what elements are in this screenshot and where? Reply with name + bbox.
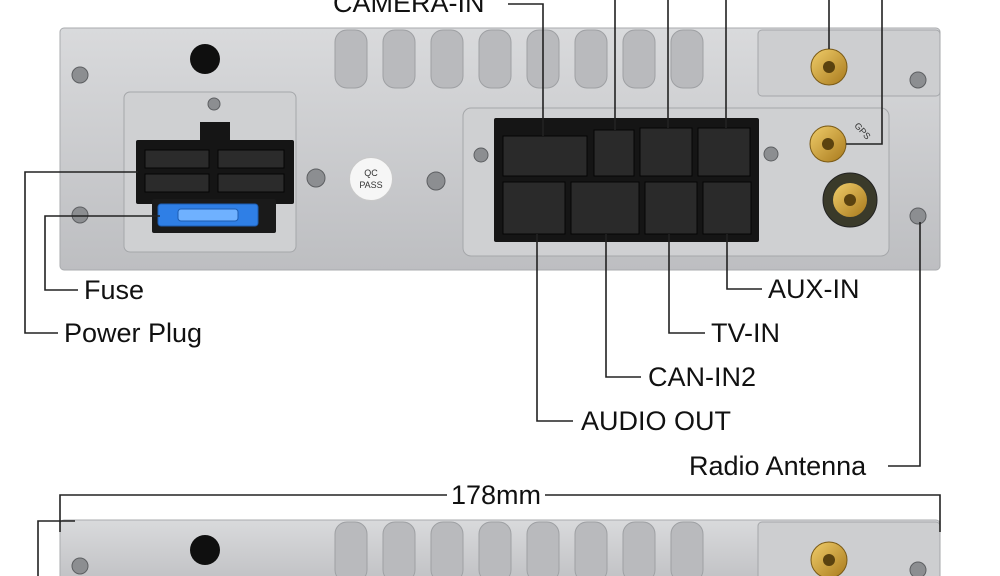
qc-stamp-line1: QC: [364, 168, 378, 178]
qc-pass-stamp: QC PASS: [349, 157, 393, 201]
power-plug-connector: [136, 122, 294, 204]
qc-stamp-line2: PASS: [359, 180, 383, 190]
top-chassis: [59, 27, 941, 271]
heat-sink-fins: [334, 29, 704, 89]
bottom-chassis: [59, 519, 941, 576]
label-can-in2: CAN-IN2: [648, 362, 757, 392]
label-audio-out: AUDIO OUT: [581, 406, 732, 436]
antenna-recess-panel: [757, 29, 941, 97]
screw-icon: [71, 66, 927, 225]
screw-icon: [909, 561, 927, 576]
leader-lines: [24, 0, 941, 576]
mounting-hole: [190, 44, 220, 74]
label-power-plug: Power Plug: [64, 318, 203, 348]
label-radio-antenna: Radio Antenna: [689, 451, 867, 481]
screw-icon: [71, 557, 89, 575]
label-camera-in: CAMERA-IN: [333, 0, 485, 18]
dimension-width-label: 178mm: [447, 482, 546, 509]
antenna-connector: [809, 48, 878, 228]
fuse: [152, 199, 276, 233]
label-fuse: Fuse: [84, 275, 145, 305]
multi-connector-block: [494, 118, 759, 242]
label-aux-in: AUX-IN: [768, 274, 860, 304]
label-tv-in: TV-IN: [711, 318, 781, 348]
